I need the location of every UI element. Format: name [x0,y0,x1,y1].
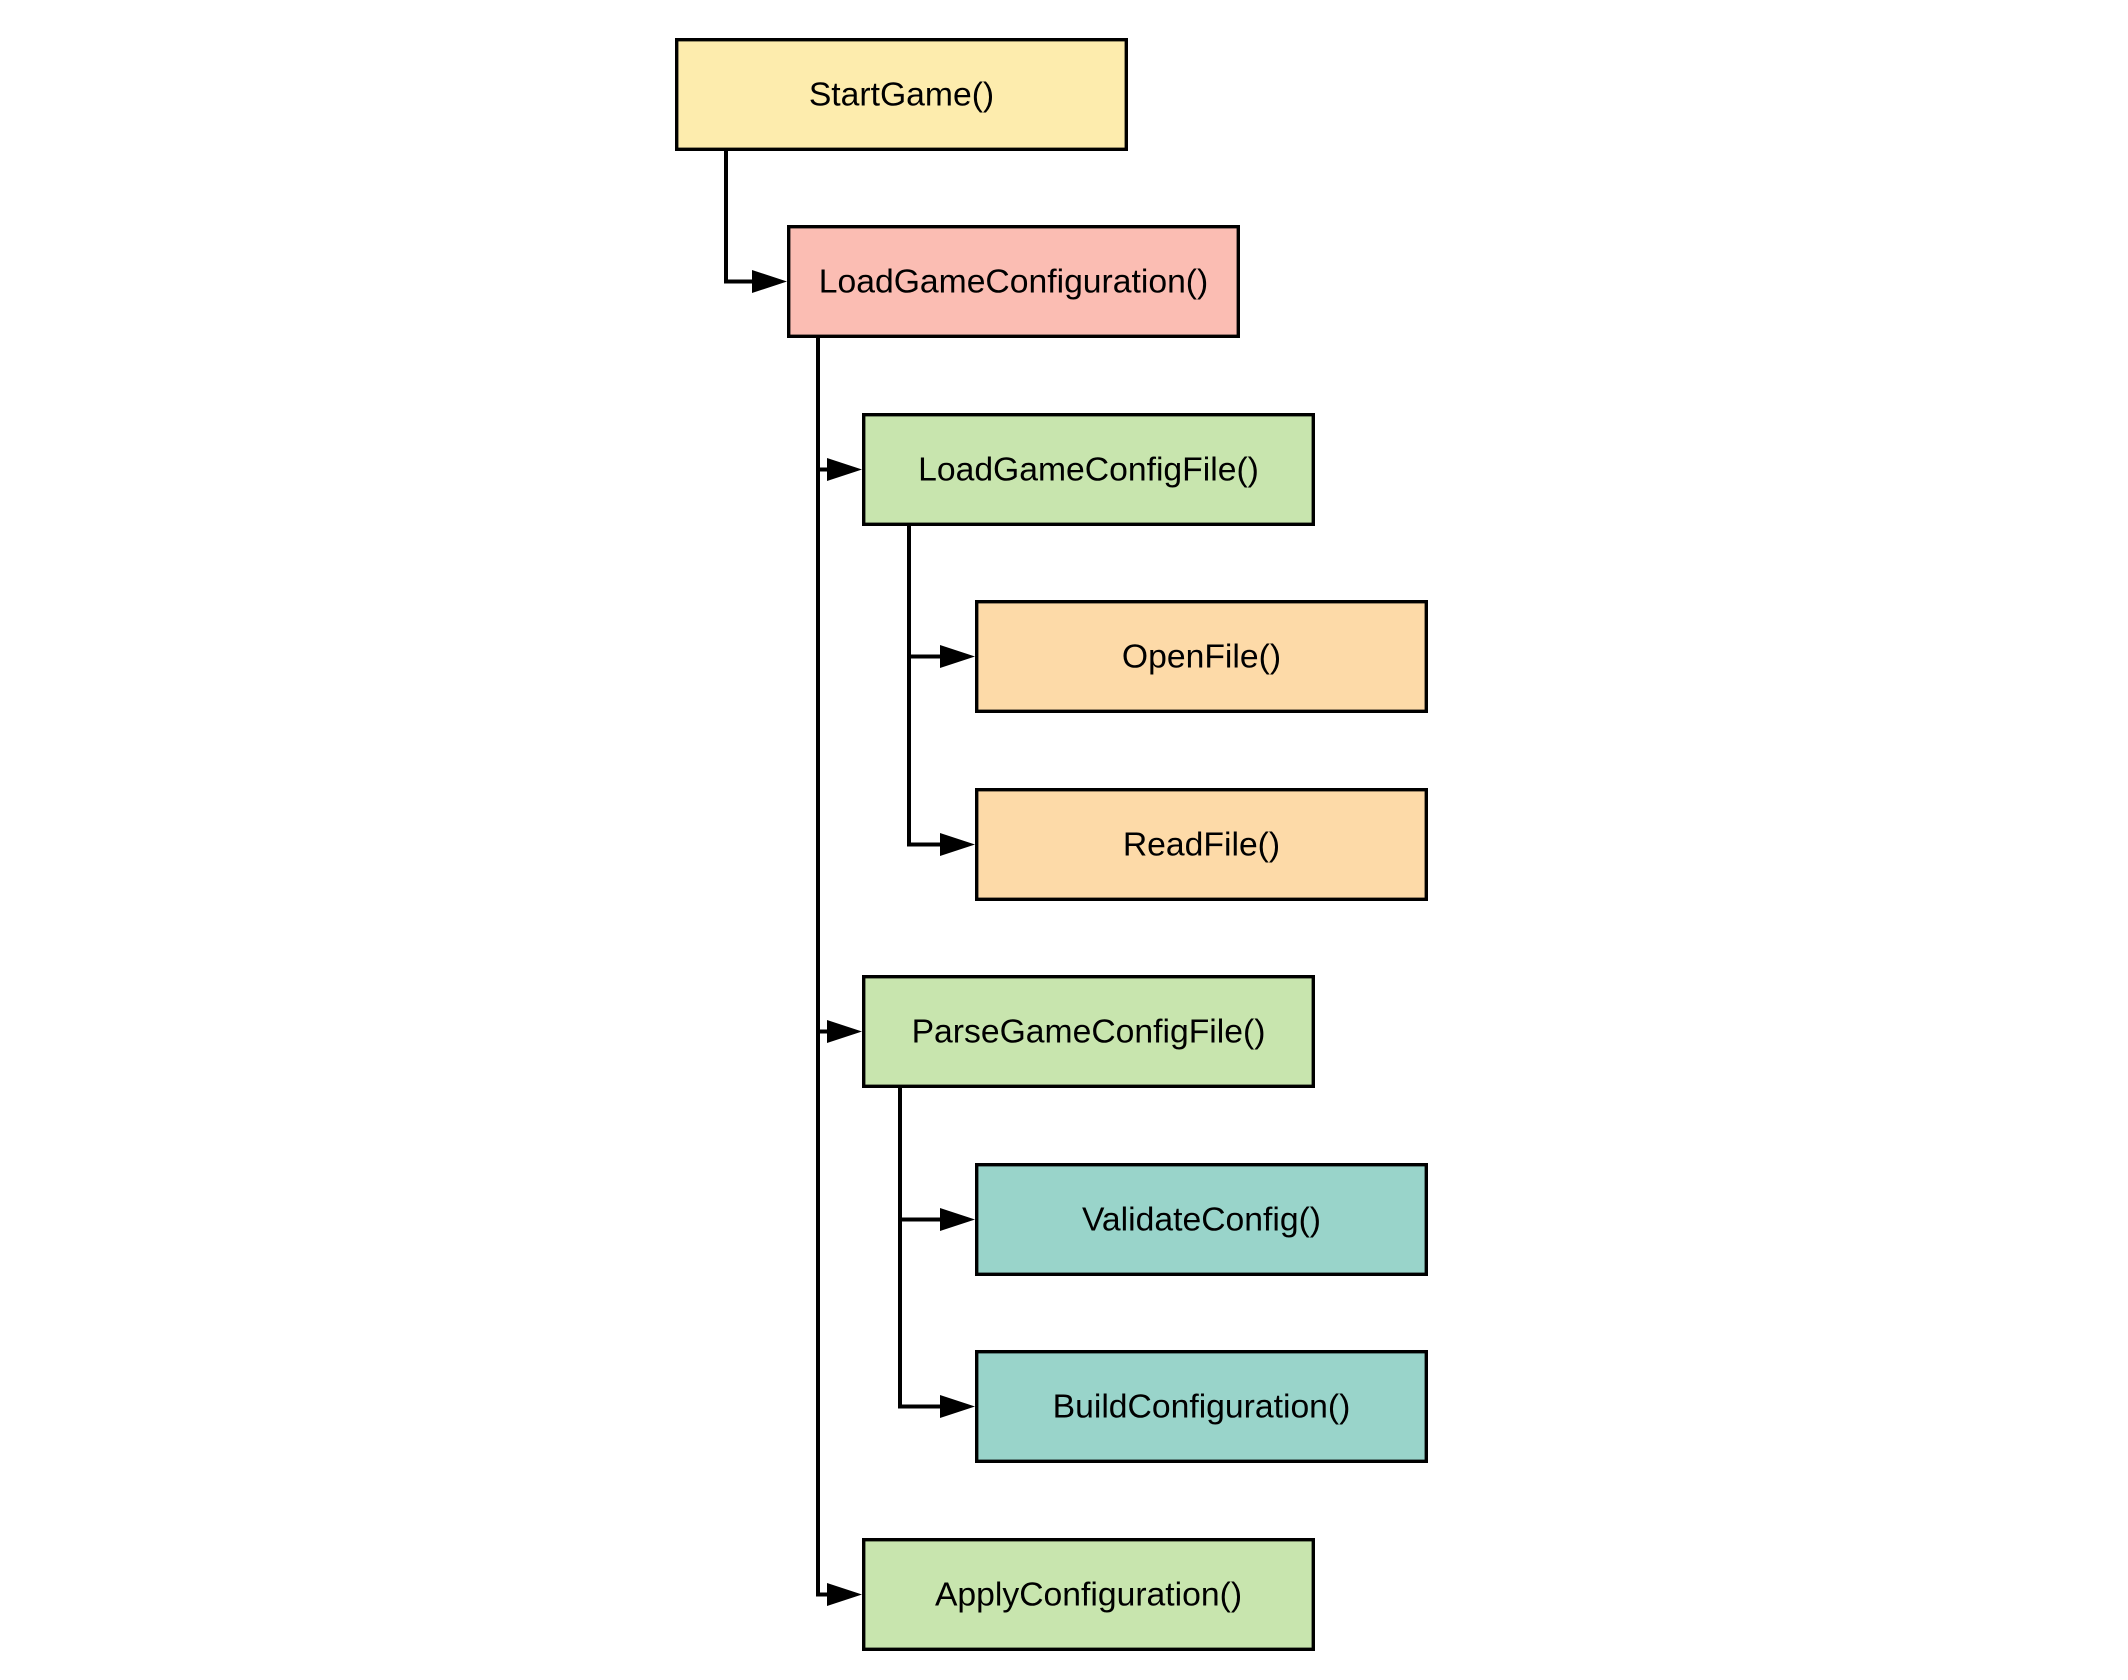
edge-line-loadgameconfigfile-to-readfile [907,526,943,847]
edge-loadgameconfiguration-to-applyconfiguration [816,338,862,1606]
arrowhead-icon [827,1583,862,1606]
node-box-parsegameconfigfile [862,975,1316,1089]
node-readfile: ReadFile() [975,788,1429,902]
edge-line-loadgameconfiguration-to-applyconfiguration [816,338,830,1597]
node-box-startgame [675,38,1129,151]
node-label-loadgameconfigfile: LoadGameConfigFile() [918,451,1259,489]
node-box-loadgameconfigfile [862,413,1316,527]
node-label-applyconfiguration: ApplyConfiguration() [935,1576,1242,1614]
node-box-validateconfig [975,1162,1429,1276]
arrowhead-icon [940,645,975,668]
arrowhead-icon [827,1020,862,1043]
arrowhead-icon [752,270,787,293]
node-loadgameconfigfile: LoadGameConfigFile() [862,413,1316,527]
node-parsegameconfigfile: ParseGameConfigFile() [862,975,1316,1089]
node-box-loadgameconfiguration [787,224,1241,338]
node-box-readfile [975,788,1429,902]
edge-line-startgame-to-loadgameconfiguration [724,151,755,284]
node-box-openfile [975,600,1429,714]
node-validateconfig: ValidateConfig() [975,1162,1429,1276]
node-label-readfile: ReadFile() [1123,826,1280,864]
node-label-validateconfig: ValidateConfig() [1082,1201,1321,1239]
edge-parsegameconfigfile-to-buildconfiguration [898,1088,975,1418]
edge-line-loadgameconfigfile-to-openfile [907,526,943,659]
node-buildconfiguration: BuildConfiguration() [975,1349,1429,1463]
arrowhead-icon [940,1395,975,1418]
arrowhead-icon [940,1208,975,1231]
arrowhead-icon [940,833,975,856]
edge-loadgameconfiguration-to-loadgameconfigfile [816,338,862,481]
node-openfile: OpenFile() [975,600,1429,714]
edge-loadgameconfigfile-to-openfile [907,526,975,668]
edge-parsegameconfigfile-to-validateconfig [898,1088,975,1231]
node-label-openfile: OpenFile() [1122,638,1281,676]
node-box-buildconfiguration [975,1349,1429,1463]
node-label-parsegameconfigfile: ParseGameConfigFile() [912,1013,1266,1051]
edge-line-parsegameconfigfile-to-validateconfig [898,1088,943,1222]
edge-loadgameconfigfile-to-readfile [907,526,975,856]
edge-loadgameconfiguration-to-parsegameconfigfile [816,338,862,1043]
node-loadgameconfiguration: LoadGameConfiguration() [787,224,1241,338]
node-label-loadgameconfiguration: LoadGameConfiguration() [819,263,1209,301]
arrowhead-icon [827,458,862,481]
edge-line-parsegameconfigfile-to-buildconfiguration [898,1088,943,1409]
node-box-applyconfiguration [862,1537,1316,1651]
node-applyconfiguration: ApplyConfiguration() [862,1537,1316,1651]
edge-startgame-to-loadgameconfiguration [724,151,787,293]
node-label-buildconfiguration: BuildConfiguration() [1053,1388,1351,1426]
node-startgame: StartGame() [675,38,1129,151]
node-label-startgame: StartGame() [809,76,994,114]
